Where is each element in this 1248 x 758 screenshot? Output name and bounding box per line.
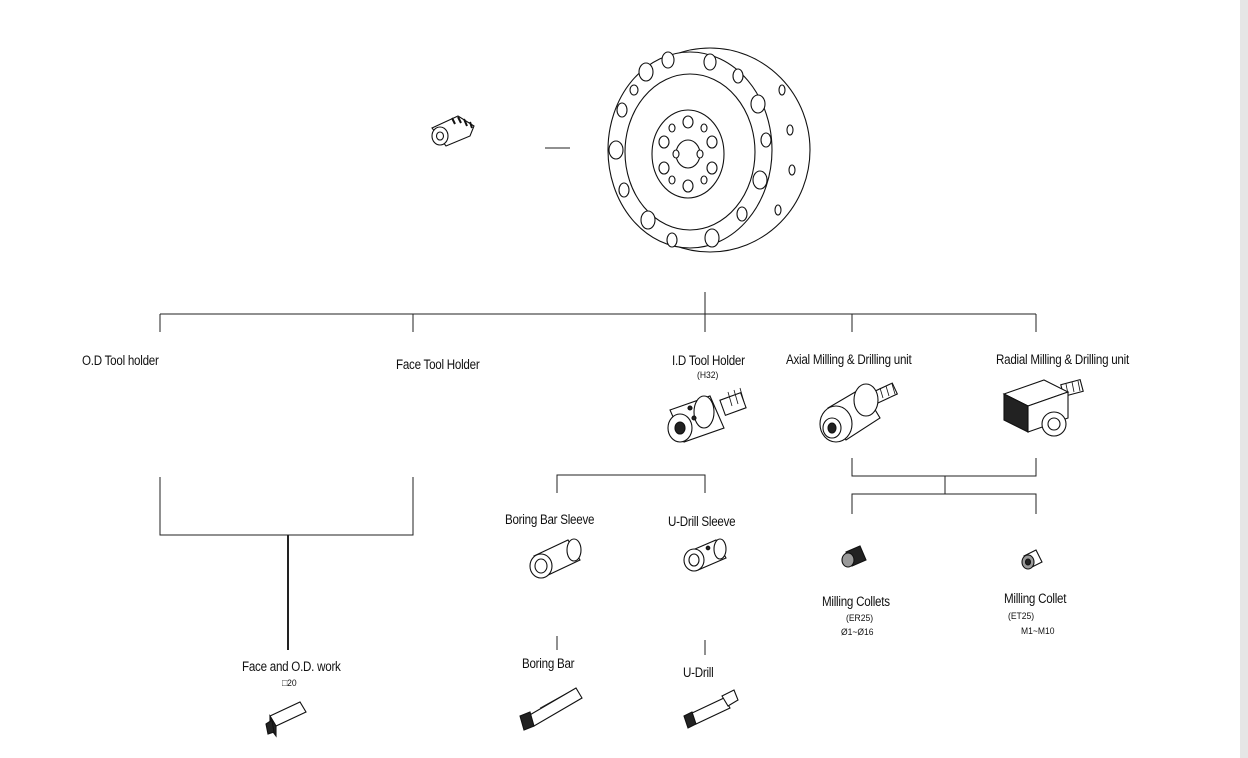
- label-milling-collets-range: Ø1~Ø16: [841, 627, 874, 638]
- label-id-tool-holder: I.D Tool Holder: [672, 353, 745, 368]
- label-id-tool-holder-code: (H32): [697, 370, 719, 381]
- label-milling-collets-code: (ER25): [846, 613, 874, 624]
- u-drill-icon: [683, 689, 739, 729]
- boring-bar-sleeve-icon: [529, 538, 582, 579]
- turret-disc-icon: [607, 47, 811, 253]
- label-milling-collets: Milling Collets: [822, 594, 890, 609]
- label-boring-bar-sleeve: Boring Bar Sleeve: [505, 512, 595, 527]
- connector-lines: [159, 147, 1037, 655]
- label-milling-collet-code: (ET25): [1008, 611, 1035, 622]
- axial-milling-unit-icon: [819, 382, 899, 443]
- label-milling-collet: Milling Collet: [1004, 591, 1067, 606]
- boring-bar-icon: [519, 687, 583, 731]
- label-boring-bar: Boring Bar: [522, 656, 575, 671]
- label-face-tool-holder: Face Tool Holder: [396, 357, 480, 372]
- milling-collet-er25-icon: [841, 545, 867, 568]
- label-radial-milling-unit: Radial Milling & Drilling unit: [996, 352, 1129, 367]
- label-u-drill: U-Drill: [683, 665, 714, 680]
- label-face-od-work-size: □20: [282, 678, 297, 689]
- turning-tool-icon: [265, 701, 307, 738]
- clamp-wedge-icon: [431, 115, 475, 147]
- milling-collet-et25-icon: [1021, 549, 1043, 570]
- u-drill-sleeve-icon: [683, 538, 727, 572]
- label-od-tool-holder: O.D Tool holder: [82, 353, 159, 368]
- page-edge: [1240, 0, 1248, 758]
- radial-milling-unit-icon: [1002, 378, 1084, 437]
- label-u-drill-sleeve: U-Drill Sleeve: [668, 514, 736, 529]
- label-milling-collet-range: M1~M10: [1021, 626, 1055, 637]
- id-tool-holder-icon: [667, 387, 747, 443]
- label-face-od-work: Face and O.D. work: [242, 659, 341, 674]
- label-axial-milling-unit: Axial Milling & Drilling unit: [786, 352, 912, 367]
